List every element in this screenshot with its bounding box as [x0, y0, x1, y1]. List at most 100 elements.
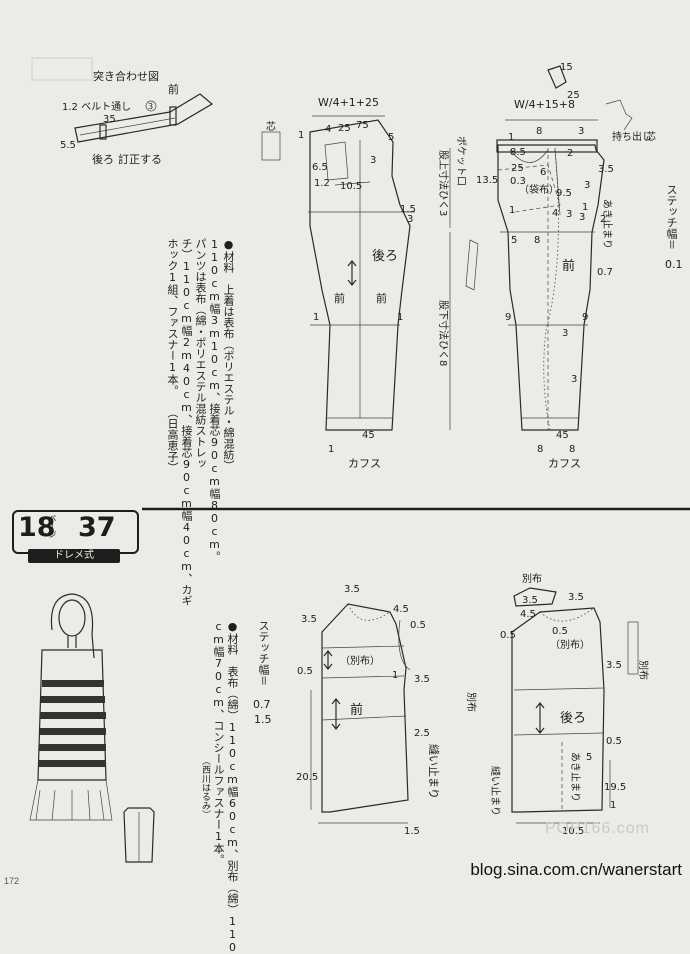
front-piece-label: 前 — [562, 258, 575, 274]
back-pocket-opening — [334, 181, 371, 186]
back-piece-label: 後ろ — [372, 249, 398, 264]
front-bodice-diagram: 3.5 4.5 3.5 0.5 0.5 1 3.5 2.5 20.5 1.5 （… — [296, 584, 441, 837]
faded-header-box — [31, 57, 93, 81]
stitch-width-value: 0.1 — [665, 258, 683, 271]
front-waist-line — [321, 715, 407, 721]
back-facing-label: 芯 — [266, 120, 276, 133]
badge-unit: ページ — [48, 514, 57, 538]
pocket-label: ポケット口 — [455, 136, 467, 186]
stitch-width2-v1: 0.7 — [253, 698, 271, 711]
back-pants-outline — [309, 119, 411, 431]
front-dim: 2 — [600, 214, 606, 225]
front-bodice-dim: 0.5 — [297, 666, 313, 677]
front-bodice-dim: 1 — [392, 670, 398, 681]
front-akidomari: あき止まり — [601, 199, 613, 249]
front-dim: 3.5 — [598, 164, 614, 175]
back-cuffs-label: カフス — [348, 457, 381, 470]
pattern-sheet: 突き合わせ図 前 1.2 ベルト通し 3 35 5.5 後ろ 訂正する W/4+… — [29, 57, 690, 863]
mochidashi-label: 持ち出し — [612, 130, 652, 143]
front-neck-curve — [347, 603, 391, 621]
front-betsununo: （別布） — [340, 655, 380, 667]
back-bodice-dim: 0.5 — [500, 630, 516, 641]
waistband-note: 訂正する — [118, 152, 162, 166]
waistband-front-label: 前 — [168, 82, 179, 96]
mochidashi-shin: 芯 — [646, 130, 656, 143]
front-dim: 8.5 — [510, 147, 526, 158]
back-dim: 1.5 — [400, 204, 416, 215]
materials-top-line1: ●材料 上着は表布（ポリエステル・綿混紡） — [222, 238, 235, 471]
front-dim: 5 — [511, 235, 517, 246]
back-grain-arrow — [347, 260, 357, 286]
back-neck-curve — [539, 607, 595, 622]
flat-sketch-back — [123, 807, 155, 863]
belt-loop-2 — [169, 106, 177, 126]
skirt-pleats — [35, 789, 105, 821]
front-dim: 9 — [505, 312, 511, 323]
waistband-diagram: 突き合わせ図 前 1.2 ベルト通し 3 35 5.5 後ろ 訂正する — [60, 69, 214, 166]
back-front-mark: 前 — [334, 291, 345, 305]
back-dim: 1 — [328, 444, 334, 455]
front-facing-piece — [465, 239, 479, 291]
front-grain-arrow-2 — [331, 698, 341, 730]
waistband-stitch — [79, 117, 176, 136]
front-bodice-dim: 4.5 — [393, 604, 409, 615]
back-dim: 3 — [370, 155, 376, 166]
back-dim: 5 — [388, 132, 394, 143]
front-bodice-dim: 1.5 — [404, 826, 420, 837]
back-dim: 1 — [298, 130, 304, 141]
front-dim: 8 — [569, 444, 575, 455]
back-bodice-dim: 5 — [586, 752, 592, 763]
front-dim: 45 — [556, 430, 569, 441]
back-dim: 45 — [362, 430, 375, 441]
circle-marker — [145, 100, 157, 112]
materials-top-line5: ホック1組、ファスナー1本。 （日高恵子） — [166, 238, 179, 473]
back-yoke-line — [513, 687, 605, 691]
mochidashi-piece — [605, 99, 633, 131]
back-bodice-diagram: 別布 3.5 4.5 0.5 0.5 3.5 3.5 0.5 5 19.5 1 … — [465, 573, 649, 837]
back-akidomari: あき止まり — [569, 752, 581, 802]
front-dim: 15 — [560, 62, 573, 73]
back-grain-arrow — [535, 702, 545, 734]
back-bodice-dim: 3.5 — [606, 660, 622, 671]
front-dim: 8 — [534, 235, 540, 246]
back-bodice-label: 後ろ — [560, 711, 586, 726]
back-dim: 1 — [313, 312, 319, 323]
fly-line — [554, 147, 561, 216]
front-dim: 3 — [566, 209, 572, 220]
front-dim: 9 — [582, 312, 588, 323]
page-number: 172 — [4, 876, 20, 886]
back-nuidomari: 縫い止まり — [489, 766, 502, 816]
fold-detail — [547, 65, 567, 89]
materials-bottom-line2: cm幅70cm、コンシールファスナー1本。 — [212, 620, 225, 865]
materials-top-line4: チ）110cm幅2m40cm、接着芯90cm幅40cm、カギ — [180, 238, 193, 606]
stitch-width-label: ステッチ幅＝ — [665, 184, 678, 250]
back-bodice-dim: 3.5 — [522, 595, 538, 606]
footer-url: blog.sina.com.cn/wanerstart — [470, 860, 682, 879]
back-side-betsu — [627, 621, 639, 675]
rise-label: 股上寸法ひく3 — [437, 150, 450, 216]
front-waistband — [496, 139, 598, 153]
dim-55: 5.5 — [60, 140, 76, 151]
front-dim: 0.3 — [510, 176, 526, 187]
back-dim: 3 — [407, 214, 413, 225]
model-face — [58, 599, 86, 637]
stitch-width2-label: ステッチ幅＝ — [257, 620, 270, 686]
page-badge: 18 ページ 37 — [12, 510, 139, 554]
front-nuidomari: 縫い止まり — [427, 744, 441, 799]
front-stitch-line — [543, 149, 559, 431]
back-dim: 75 — [356, 120, 369, 131]
front-dim: 1 — [582, 202, 588, 213]
front-bodice-dim: 3.5 — [414, 674, 430, 685]
front-dim: 3 — [562, 328, 568, 339]
pocket-curve — [509, 149, 549, 163]
front-bodice-dim: 20.5 — [296, 772, 318, 783]
back-dim: 1.2 — [314, 178, 330, 189]
front-bodice-dim: 3.5 — [344, 584, 360, 595]
front-bodice-dim: 3.5 — [301, 614, 317, 625]
front-dim: 25 — [567, 90, 580, 101]
front-dim: 4 — [552, 208, 558, 219]
back-dim: 4 — [325, 124, 331, 135]
front-dim: 3 — [579, 212, 585, 223]
circle-number: 3 — [148, 102, 153, 111]
front-dim: 1 — [508, 132, 514, 143]
